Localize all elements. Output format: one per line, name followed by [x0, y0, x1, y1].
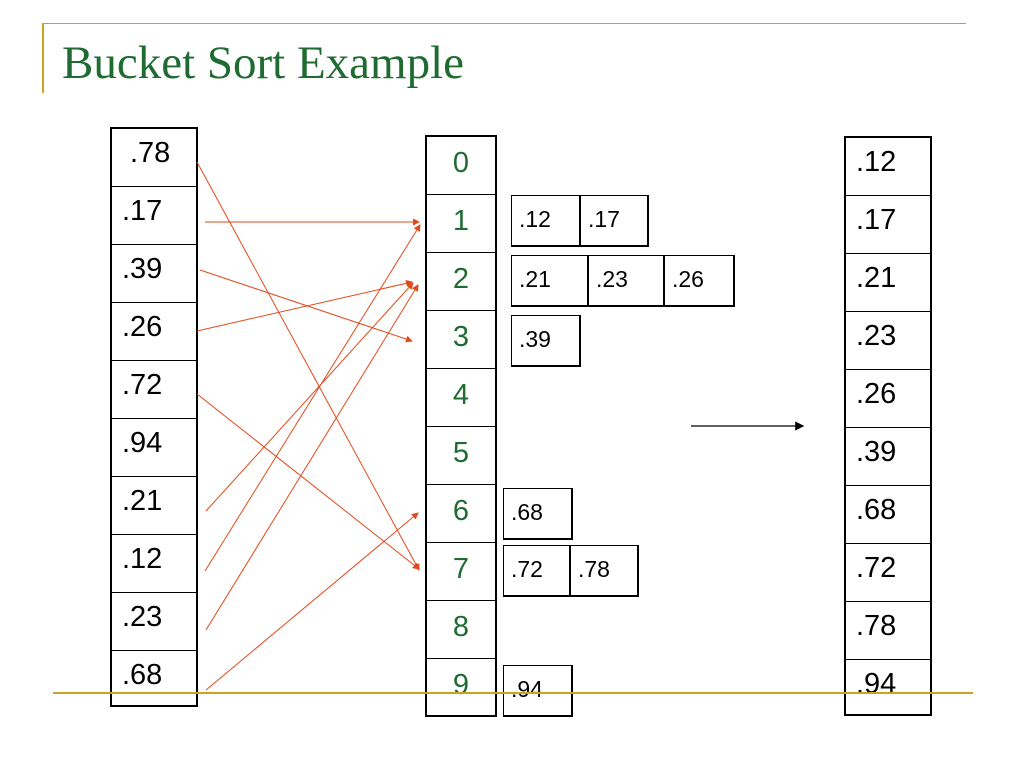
chain-node: .12: [511, 195, 581, 247]
chain-node: .23: [589, 255, 665, 307]
bucket-index: 7: [427, 543, 495, 601]
bucket-index: 4: [427, 369, 495, 427]
chain-node: .68: [503, 488, 573, 540]
chain-node: .78: [571, 545, 639, 597]
output-cell: .78: [846, 602, 930, 660]
bucket-index: 3: [427, 311, 495, 369]
arrow-72-to-7: [196, 393, 420, 570]
arrow-26-to-2: [196, 279, 413, 332]
bucket-index: 0: [427, 137, 495, 195]
input-cell: .17: [112, 187, 196, 245]
page-title: Bucket Sort Example: [62, 37, 465, 89]
chain-node: .94: [503, 665, 573, 717]
arrow-78-to-7: [196, 161, 420, 571]
chain-node: .17: [581, 195, 649, 247]
output-cell: .21: [846, 254, 930, 312]
arrow-12-to-1: [204, 224, 421, 572]
output-cell: .39: [846, 428, 930, 486]
output-cell: .17: [846, 196, 930, 254]
input-cell: .78: [112, 129, 196, 187]
bucket-index: 8: [427, 601, 495, 659]
chain-node: .39: [511, 315, 581, 367]
input-cell: .68: [122, 659, 163, 691]
bucket-3-chain: .39: [511, 315, 581, 367]
arrow-21-to-2: [205, 282, 414, 512]
output-cell: .23: [846, 312, 930, 370]
output-array: .12 .17 .21 .23 .26 .39 .68 .72 .78 .94: [844, 136, 932, 716]
bucket-index: 6: [427, 485, 495, 543]
top-rule: [42, 23, 966, 24]
arrow-23-to-2: [205, 284, 419, 631]
chain-node: .21: [511, 255, 589, 307]
output-cell: .94: [856, 668, 897, 700]
bucket-array: 0 1 2 3 4 5 6 7 8 9: [425, 135, 497, 717]
input-cell: .26: [112, 303, 196, 361]
left-rule: [42, 23, 44, 93]
input-cell: .23: [112, 593, 196, 651]
chain-node: .26: [665, 255, 735, 307]
chain-node: .72: [503, 545, 571, 597]
input-array: .78 .17 .39 .26 .72 .94 .21 .12 .23 .68: [110, 127, 198, 707]
bucket-1-chain: .12 .17: [511, 195, 649, 247]
input-cell: .12: [112, 535, 196, 593]
bucket-index: 5: [427, 427, 495, 485]
bucket-2-chain: .21 .23 .26: [511, 255, 735, 307]
input-cell: .21: [112, 477, 196, 535]
bucket-index: 2: [427, 253, 495, 311]
output-cell: .26: [846, 370, 930, 428]
output-cell: .72: [846, 544, 930, 602]
input-cell: .72: [112, 361, 196, 419]
bucket-6-chain: .68: [503, 488, 573, 540]
bucket-9-chain: .94: [503, 665, 573, 717]
bottom-rule: [53, 692, 973, 694]
arrow-68-to-6: [205, 512, 419, 691]
input-cell: .94: [112, 419, 196, 477]
output-cell: .68: [846, 486, 930, 544]
bucket-index: 1: [427, 195, 495, 253]
input-cell: .39: [112, 245, 196, 303]
arrow-39-to-3: [199, 269, 413, 343]
output-cell: .12: [846, 138, 930, 196]
bucket-7-chain: .72 .78: [503, 545, 639, 597]
